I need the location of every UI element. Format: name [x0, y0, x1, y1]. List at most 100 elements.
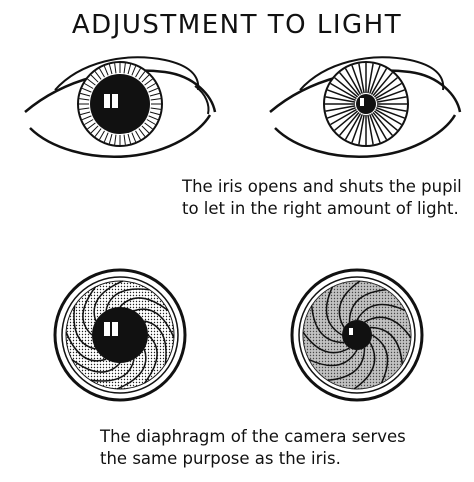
diaphragm-blade [327, 347, 366, 382]
iris-streak [372, 111, 393, 136]
diaphragm-blade [143, 334, 158, 384]
iris-streak [339, 111, 360, 136]
diaphragm-blade [353, 342, 376, 390]
eye-caption-line2: to let in the right amount of light. [182, 199, 459, 218]
diaphragm-blade [116, 348, 147, 390]
iris-streak [358, 114, 365, 145]
iris-streak [148, 115, 159, 121]
iris-streak [87, 78, 96, 86]
iris-streak [127, 64, 132, 75]
iris-streak [370, 113, 388, 140]
iris-streak [90, 125, 99, 134]
iris-streak [141, 74, 150, 83]
iris-streak [367, 63, 374, 94]
iris-streak [149, 92, 160, 97]
iris-streak [373, 77, 398, 98]
iris-streak [87, 122, 96, 130]
iris-streak [138, 71, 146, 80]
eye-caption-line1: The iris opens and shuts the pupil [182, 177, 462, 196]
iris-streak [123, 63, 126, 74]
right-eye-constricted [269, 56, 462, 158]
diaphragm-blade [364, 316, 412, 339]
diagram-title: ADJUSTMENT TO LIGHT [71, 10, 403, 40]
iris-streak [376, 96, 407, 103]
iris-streak [375, 108, 402, 126]
iris-streak [376, 105, 407, 112]
diaphragm-blade [302, 331, 350, 354]
iris-streak [358, 63, 365, 94]
iris-streak [325, 96, 356, 103]
iris-streak [334, 77, 359, 98]
diaphragm-blade [73, 305, 96, 350]
iris-streak [146, 83, 156, 89]
iris-streak [81, 87, 92, 93]
diaphragm-blade [133, 308, 175, 339]
iris-streak [150, 98, 161, 101]
iris-streak [99, 130, 105, 140]
iris-streak [144, 122, 153, 130]
diaphragm-blade [338, 280, 361, 328]
iris-streak [94, 128, 102, 137]
iris-streak [79, 98, 90, 101]
iris-streak [131, 132, 137, 143]
left-eye-dilated [24, 56, 217, 158]
eye-caption: The iris opens and shuts the pupil to le… [182, 176, 462, 220]
iris-streak [369, 114, 381, 143]
iris-streak [108, 64, 113, 75]
iris-streak [138, 128, 146, 137]
iris-streak [373, 110, 398, 131]
iris-streak [146, 119, 156, 125]
camera-caption: The diaphragm of the camera serves the s… [100, 426, 406, 470]
iris-streak [372, 72, 393, 97]
iris-streak [344, 113, 362, 140]
iris-streak [149, 111, 160, 116]
iris-streak [108, 133, 113, 144]
diaphragm-blade [93, 280, 124, 322]
iris-streak [131, 65, 137, 76]
iris-streak [344, 68, 362, 95]
iris-streak [103, 65, 109, 76]
iris-streak [135, 68, 141, 78]
iris-streak [351, 114, 363, 143]
diaphragm-blade [105, 288, 150, 311]
iris-streak [330, 108, 357, 126]
diaphragm-blade [371, 334, 389, 384]
right-eye-iris-lines [325, 63, 407, 145]
iris-streak [103, 132, 109, 143]
iris-streak [99, 68, 105, 78]
iris-streak [376, 107, 405, 119]
iris-streak [330, 82, 357, 100]
camera-diaphragm-open [53, 268, 187, 402]
diaphragm-blade [71, 358, 121, 373]
iris-streak [369, 65, 381, 94]
iris-streak [339, 72, 360, 97]
iris-streak [135, 130, 141, 140]
diaphragm-blade [119, 297, 169, 312]
camera-diaphragm-closed [290, 268, 424, 402]
iris-streak [141, 125, 150, 134]
diaphragm-blade [348, 288, 387, 323]
iris-streak [367, 114, 374, 145]
iris-streak [114, 63, 117, 74]
iris-streak [150, 107, 161, 110]
iris-streak [81, 115, 92, 121]
iris-streak [325, 105, 356, 112]
diaphragm-blade [90, 359, 135, 382]
iris-streak [334, 110, 359, 131]
iris-streak [80, 92, 91, 97]
diaphragm-blade [82, 286, 97, 336]
iris-streak [90, 74, 99, 83]
camera-caption-line2: the same purpose as the iris. [100, 449, 341, 468]
iris-streak [84, 83, 94, 89]
iris-streak [144, 78, 153, 86]
iris-streak [376, 89, 405, 101]
diaphragm-blade [65, 331, 107, 362]
iris-streak [114, 134, 117, 145]
iris-streak [79, 107, 90, 110]
diaphragm-blade [325, 286, 343, 336]
iris-streak [351, 65, 363, 94]
iris-streak [80, 111, 91, 116]
iris-streak [375, 82, 402, 100]
iris-streak [127, 133, 132, 144]
